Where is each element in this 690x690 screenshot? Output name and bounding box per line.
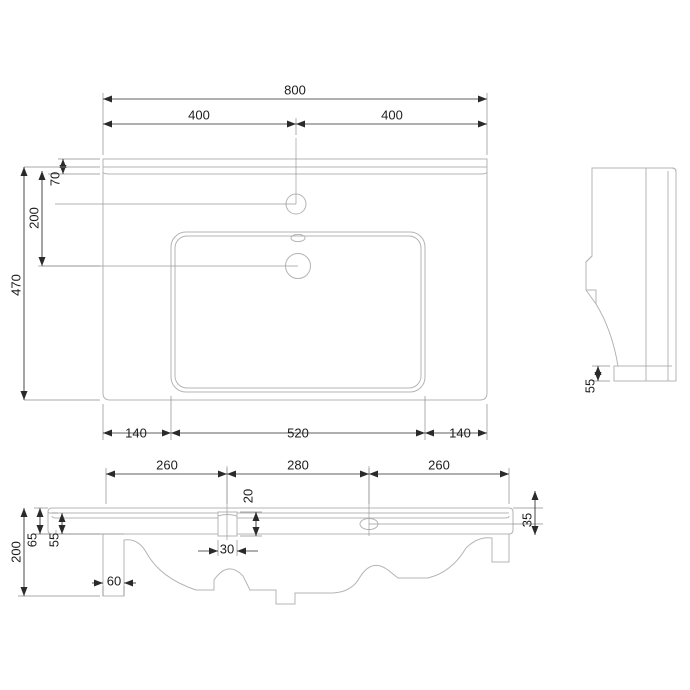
dim-800-label: 800 [284, 82, 306, 97]
side-view-geometry [585, 167, 677, 382]
side-view-dimensions: 55 [582, 365, 610, 393]
dim-30-label: 30 [220, 541, 234, 556]
dim-140-right-label: 140 [449, 425, 471, 440]
dim-70-label: 70 [47, 172, 62, 186]
dim-400-right-label: 400 [381, 107, 403, 122]
dim-60-label: 60 [107, 573, 121, 588]
dim-260-left-label: 260 [156, 457, 178, 472]
dim-280-label: 280 [287, 457, 309, 472]
top-view-dimensions: 800 400 400 70 200 470 140 520 140 [8, 82, 488, 440]
dim-520-label: 520 [287, 425, 309, 440]
dim-20-label: 20 [240, 489, 255, 503]
dim-55-front-label: 55 [46, 533, 61, 547]
front-view-dimensions: 260 280 260 20 30 65 55 200 60 [8, 457, 543, 597]
top-view-geometry [38, 138, 488, 401]
dim-55-side-label: 55 [582, 379, 597, 393]
dim-140-left-label: 140 [125, 425, 147, 440]
front-view-geometry [36, 466, 514, 605]
dim-260-right-label: 260 [428, 457, 450, 472]
dim-470-label: 470 [8, 274, 23, 296]
dim-200-top-label: 200 [26, 207, 41, 229]
dim-400-left-label: 400 [188, 107, 210, 122]
dim-200-front-label: 200 [8, 541, 23, 563]
dim-65-label: 65 [24, 533, 39, 547]
dim-35-label: 35 [519, 513, 534, 527]
